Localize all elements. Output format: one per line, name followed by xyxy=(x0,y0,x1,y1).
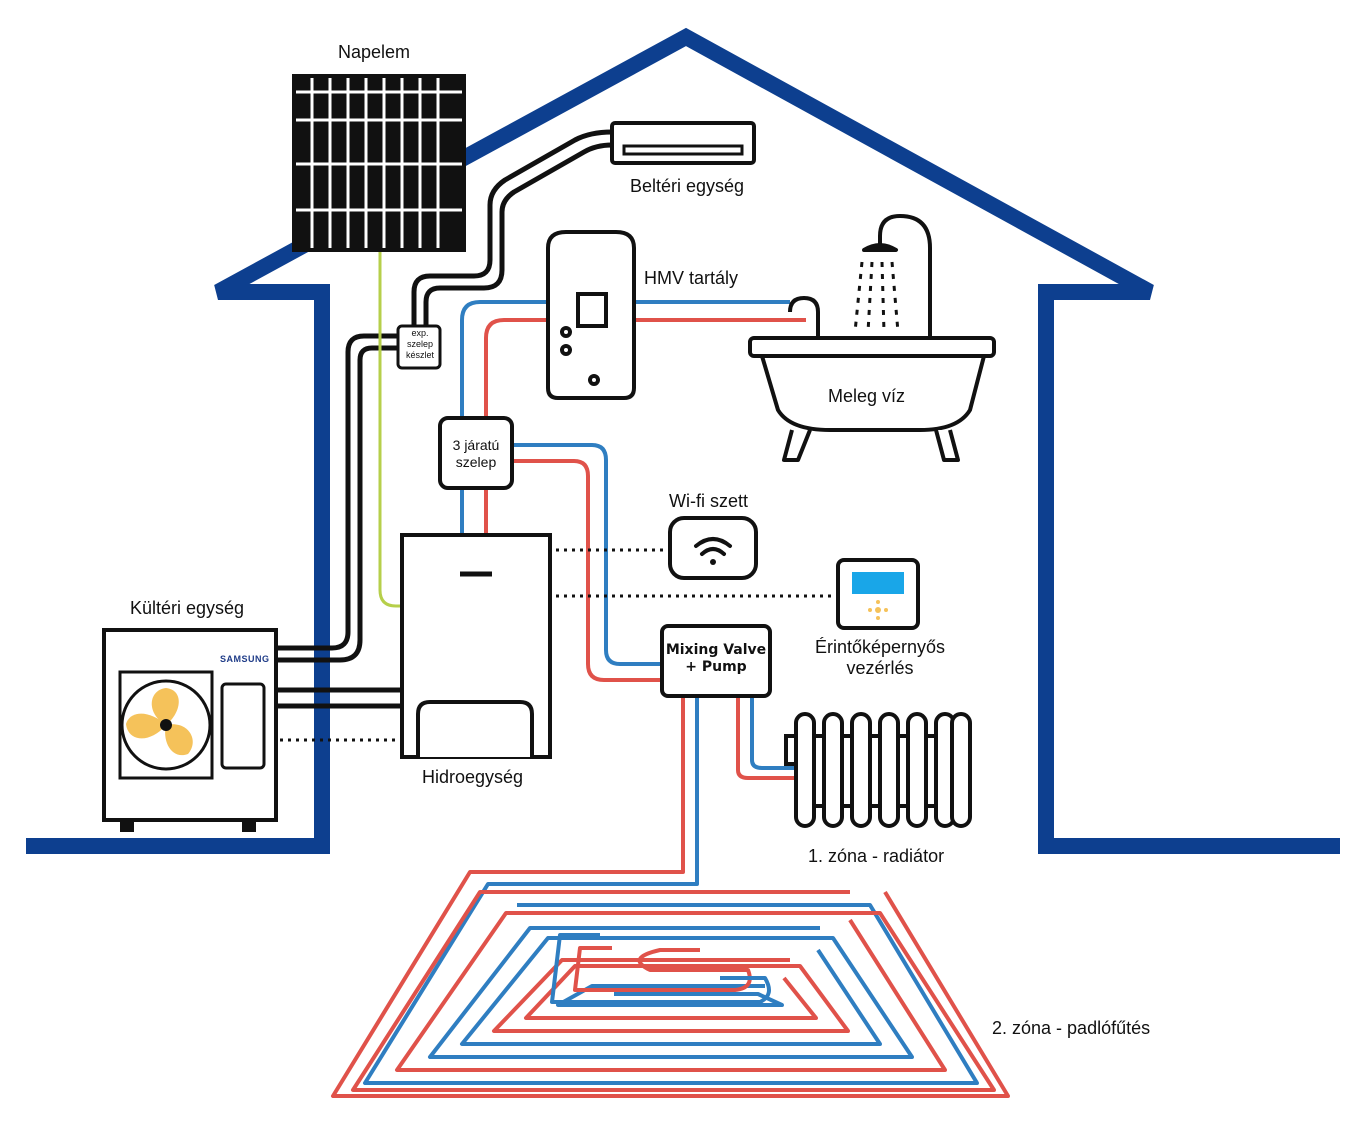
mixing-valve-box xyxy=(660,624,772,698)
communication-lines xyxy=(280,548,838,742)
outdoor-unit-label: Kültéri egység xyxy=(130,598,245,618)
mixing-valve-label-line2: + Pump xyxy=(685,658,747,675)
three-way-valve-label-line2: szelep xyxy=(455,453,497,470)
bathtub xyxy=(748,214,996,462)
three-way-valve-label: 3 járatú szelep xyxy=(442,437,510,471)
exp-valve-kit-label: exp. szelep készlet xyxy=(400,328,440,360)
touch-controller xyxy=(836,558,920,630)
touch-controller-label: Érintőképernyős vezérlés xyxy=(810,637,950,678)
exp-valve-kit-label-line3: készlet xyxy=(405,349,434,360)
floor-heating-coil xyxy=(331,695,1010,1098)
indoor-unit-label: Beltéri egység xyxy=(630,176,745,196)
solar-cable xyxy=(378,250,402,608)
exp-valve-kit-box xyxy=(396,324,442,370)
zone1-label: 1. zóna - radiátor xyxy=(808,846,945,866)
radiator xyxy=(784,712,972,828)
dhw-tank-label: HMV tartály xyxy=(644,268,739,288)
three-way-valve-box xyxy=(438,416,514,490)
indoor-unit xyxy=(610,121,756,165)
solar-panel xyxy=(292,74,466,252)
touch-controller-label-line2: vezérlés xyxy=(846,657,914,678)
hydro-unit-label: Hidroegység xyxy=(422,767,524,787)
dpad-icon xyxy=(868,600,888,620)
outdoor-unit xyxy=(102,628,278,832)
wifi-icon xyxy=(694,537,732,556)
hydro-unit xyxy=(400,533,552,759)
solar-panel-label: Napelem xyxy=(338,42,411,62)
wifi-kit-label: Wi-fi szett xyxy=(669,491,748,511)
water-pipes xyxy=(460,300,806,780)
zone2-label: 2. zóna - padlófűtés xyxy=(992,1018,1151,1038)
mixing-valve-label: Mixing Valve + Pump xyxy=(664,642,768,676)
fan-icon xyxy=(126,688,193,756)
wifi-kit xyxy=(668,516,758,580)
dhw-tank xyxy=(546,230,636,400)
three-way-valve-label-line1: 3 járatú xyxy=(452,437,500,453)
exp-valve-kit-label-line1: exp. xyxy=(411,328,429,338)
refrigerant-lines xyxy=(276,129,613,709)
exp-valve-kit-label-line2: szelep xyxy=(406,338,433,349)
hot-water-label: Meleg víz xyxy=(828,386,906,406)
mixing-valve-label-line1: Mixing Valve xyxy=(665,642,767,658)
samsung-logo: SAMSUNG xyxy=(220,654,270,664)
touch-controller-label-line1: Érintőképernyős xyxy=(814,637,946,657)
